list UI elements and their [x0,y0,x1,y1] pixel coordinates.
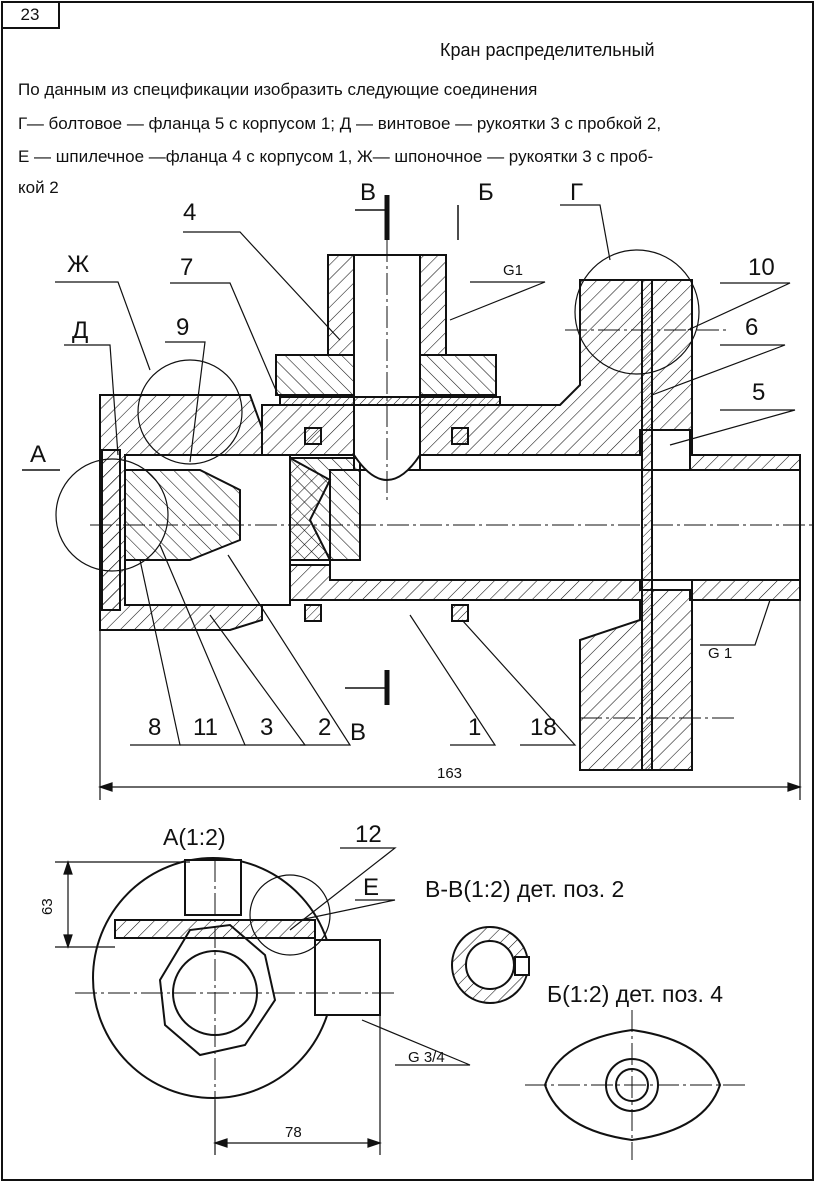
leader-d [64,344,119,456]
callout-v-bottom: В [350,719,366,746]
pos-5: 5 [752,379,765,406]
leader-zh [55,281,151,371]
drawing-title: Кран распределительный [440,40,655,60]
leader-4 [183,231,341,341]
pos-10: 10 [748,254,775,281]
callout-v-top: В [360,179,376,206]
end-cap [101,449,121,611]
view-a-star-handle [158,923,277,1057]
inlet-pipe-right [419,254,447,356]
pos-6: 6 [745,314,758,341]
detail-circle-g [574,249,700,375]
pos-3: 3 [260,714,273,741]
leader-1 [409,614,497,746]
leader-10 [687,282,791,331]
view-a-side-fitting [314,939,381,1016]
callout-b: Б [478,179,494,206]
pos-8: 8 [148,714,161,741]
gasket [279,396,501,406]
view-a-title: А(1:2) [163,824,226,850]
view-b-title: Б(1:2) дет. поз. 4 [547,981,723,1007]
o-ring-1 [304,427,322,445]
inlet-pipe-left [327,254,355,356]
leader-5 [669,409,796,446]
task-line-4: кой 2 [18,178,59,197]
dim-width: 78 [285,1124,302,1141]
leader-6 [651,344,786,396]
leader-g1-right [700,599,771,646]
handle-inner [124,469,241,561]
leader-g [560,204,611,261]
section-vv-bore [465,940,515,990]
thread-g1-top: G1 [503,262,523,279]
pos-11: 11 [193,714,218,741]
task-line-1: По данным из спецификации изобразить сле… [18,80,538,99]
callout-g: Г [570,179,583,206]
pos-7: 7 [180,254,193,281]
view-a-top-boss [184,859,242,916]
callout-e: Е [363,874,379,901]
pos-9: 9 [176,314,189,341]
task-line-2: Г— болтовое — фланца 5 с корпусом 1; Д —… [18,114,662,133]
pos-2: 2 [318,714,331,741]
thread-g1-right: G 1 [708,645,732,662]
detail-circle-d [55,458,169,572]
pos-12: 12 [355,821,382,848]
leader-g1-top [449,281,546,321]
view-a-detail-circle-e [249,874,331,956]
leader-3 [209,614,307,746]
leader-18 [461,619,577,746]
callout-d: Д [72,317,88,344]
o-ring-3 [304,604,322,622]
task-line-3: Е — шпилечное —фланца 4 с корпусом 1, Ж—… [18,147,654,166]
section-vv-keyway [514,956,530,976]
thread-g34: G 3/4 [408,1049,445,1066]
dim-length: 163 [437,765,462,782]
page-number: 23 [2,2,60,29]
leader-2 [227,554,352,746]
callout-a: А [30,441,46,468]
pos-18: 18 [530,714,557,741]
o-ring-4 [451,604,469,622]
view-b-flange-outline [543,1028,722,1142]
dim-height: 63 [39,898,56,915]
callout-zh: Ж [67,251,89,278]
leader-7 [170,282,279,396]
section-vv-title: В-В(1:2) дет. поз. 2 [425,876,624,902]
pos-1: 1 [468,714,481,741]
leader-9 [165,341,206,463]
detail-circle-zh [137,359,243,465]
o-ring-2 [451,427,469,445]
pos-4: 4 [183,199,196,226]
